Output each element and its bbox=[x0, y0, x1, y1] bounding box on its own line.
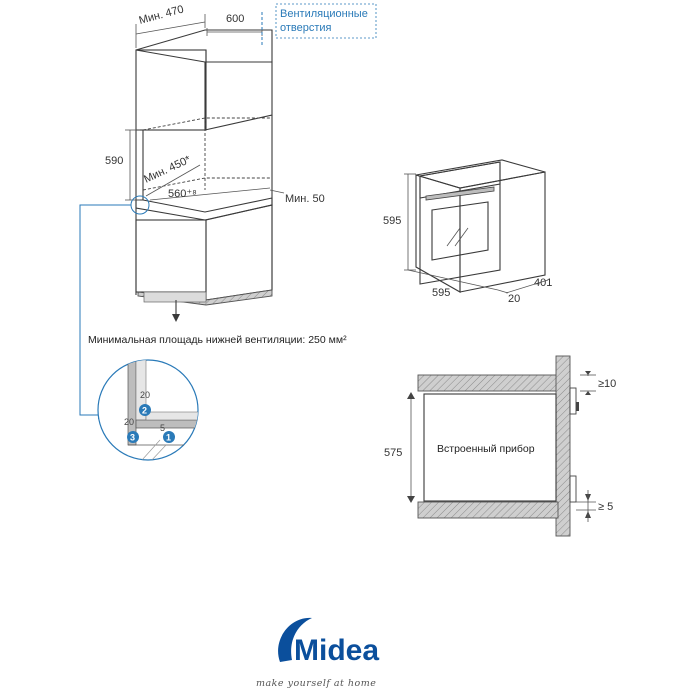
detail-dim-side: 20 bbox=[124, 417, 134, 427]
detail-dim-bottom: 5 bbox=[160, 423, 165, 433]
marker-3 bbox=[127, 431, 139, 443]
appliance-box bbox=[423, 393, 557, 502]
oven-handle bbox=[425, 186, 495, 201]
dim-inner-width: 560⁺⁸ bbox=[168, 188, 197, 200]
cabinet-drawing: Мин. 470 600 Вентиляционные отверстия 59… bbox=[105, 3, 377, 322]
oven-window bbox=[431, 201, 489, 261]
svg-text:3: 3 bbox=[130, 433, 135, 443]
brand-name: Midea bbox=[294, 634, 379, 667]
midea-swoosh-icon bbox=[278, 617, 312, 662]
vent-label-line1: Вентиляционные bbox=[280, 8, 368, 20]
detail-leader-line bbox=[79, 204, 131, 416]
brand-slogan: make yourself at home bbox=[256, 678, 376, 689]
corner-detail: 20 20 5 2 1 3 bbox=[97, 359, 199, 461]
brand-logo: Midea make yourself at home bbox=[256, 617, 379, 689]
svg-text:2: 2 bbox=[142, 406, 147, 416]
dim-inner-depth: Мин. 450* bbox=[142, 153, 193, 185]
section-dim-top-gap: ≥10 bbox=[598, 378, 616, 390]
upper-shelf bbox=[417, 374, 559, 392]
cabinet-top-face bbox=[135, 29, 273, 63]
oven-side bbox=[459, 171, 546, 293]
lower-shelf bbox=[417, 501, 559, 519]
svg-text:1: 1 bbox=[166, 433, 171, 443]
oven-dim-depth: 401 bbox=[534, 277, 552, 289]
vent-label-line2: отверстия bbox=[280, 22, 332, 34]
detail-zoom-marker bbox=[130, 195, 150, 215]
dim-cabinet-width: 600 bbox=[226, 13, 244, 25]
dim-side-gap: Мин. 50 bbox=[285, 193, 325, 205]
appliance-label: Встроенный прибор bbox=[437, 443, 535, 455]
detail-dim-top: 20 bbox=[140, 390, 150, 400]
cabinet-lower-front bbox=[135, 219, 207, 293]
section-dim-height: 575 bbox=[384, 447, 402, 459]
cabinet-upper-side bbox=[204, 61, 273, 131]
section-drawing: Встроенный прибор ≥10 575 ≥ 5 bbox=[384, 355, 616, 537]
niche-outline bbox=[142, 117, 273, 191]
oven-dim-front: 20 bbox=[508, 293, 520, 305]
dim-niche-height: 590 bbox=[105, 155, 123, 167]
section-dim-bottom-gap: ≥ 5 bbox=[598, 501, 613, 513]
oven-drawing: 595 595 401 20 bbox=[383, 159, 552, 305]
oven-dim-height: 595 bbox=[383, 215, 401, 227]
cabinet-lower-side bbox=[205, 204, 273, 301]
oven-dim-width: 595 bbox=[432, 287, 450, 299]
ventilation-caption: Минимальная площадь нижней вентиляции: 2… bbox=[88, 334, 347, 346]
marker-1 bbox=[163, 431, 175, 443]
dim-depth-min: Мин. 470 bbox=[138, 3, 185, 26]
cabinet-upper-front bbox=[135, 49, 207, 131]
marker-2 bbox=[139, 404, 151, 416]
niche-shelf bbox=[135, 197, 273, 221]
